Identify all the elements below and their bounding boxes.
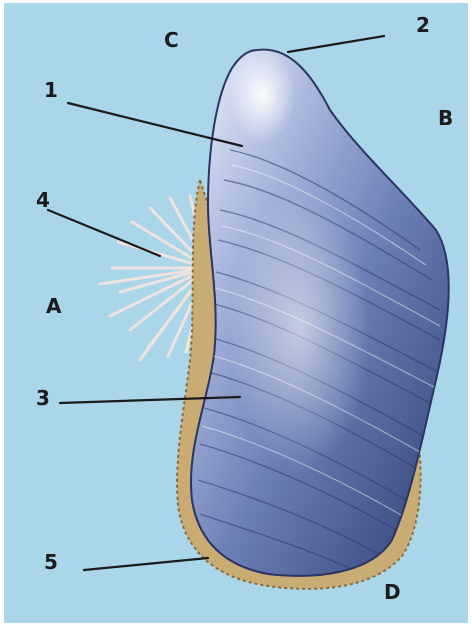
leader-line-2 (288, 36, 384, 52)
label-4: 4 (36, 190, 50, 210)
leader-line-5 (84, 558, 208, 570)
label-2: 2 (416, 15, 430, 35)
label-C: C (164, 30, 179, 50)
label-5: 5 (44, 552, 58, 572)
label-1: 1 (44, 80, 58, 100)
shell-highlight (230, 190, 370, 470)
label-A: A (46, 296, 61, 316)
label-D: D (384, 582, 401, 602)
umbo-highlight (228, 47, 296, 143)
leader-line-4 (48, 210, 160, 256)
label-3: 3 (36, 388, 50, 408)
label-B: B (438, 108, 453, 128)
